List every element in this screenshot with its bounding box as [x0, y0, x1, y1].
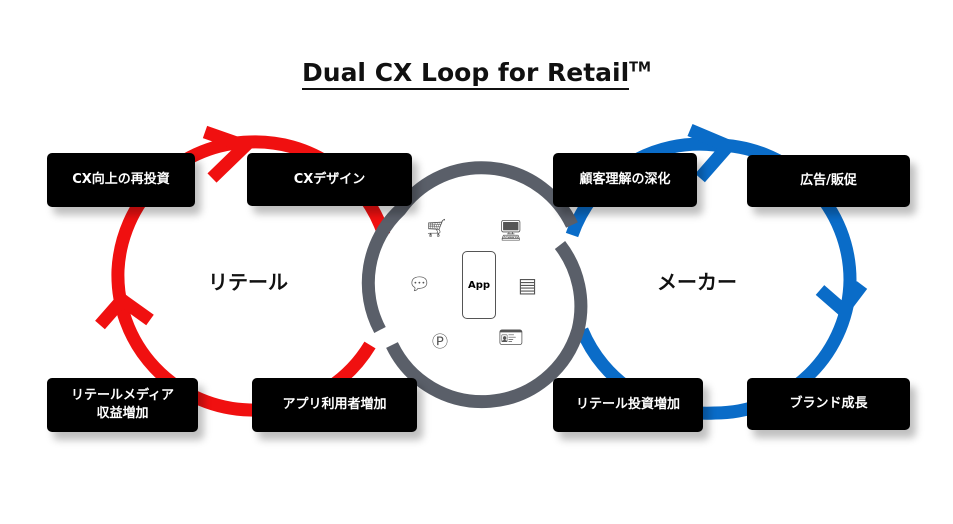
step-label: CXデザイン — [293, 171, 366, 187]
cart-icon: 🛒︎ — [425, 218, 448, 239]
step-label: 広告/販促 — [800, 173, 857, 189]
step-label: リテールメディア — [70, 388, 175, 404]
diagram-title: Dual CX Loop for RetailTM — [0, 58, 953, 90]
points-coin-icon: Ⓟ — [432, 332, 449, 351]
trademark: TM — [629, 60, 651, 76]
smartphone-app: App — [462, 251, 496, 319]
retail-arrow-top — [202, 125, 258, 183]
center-ring — [361, 161, 588, 409]
retail-label: リテール — [208, 270, 288, 294]
step-label: 収益増加 — [96, 406, 149, 421]
step-customer-understanding: 顧客理解の深化 — [553, 153, 697, 207]
step-label: アプリ利用者増加 — [282, 397, 387, 413]
id-card-icon: 🪪︎ — [498, 325, 524, 349]
webpage-icon: ▤ — [518, 273, 537, 297]
chat-icon: 💬︎ — [408, 274, 431, 295]
step-app-users: アプリ利用者増加 — [252, 378, 417, 432]
monitor-cart-icon: 🖥︎ — [498, 218, 524, 242]
app-label: App — [467, 279, 491, 291]
step-label: 顧客理解の深化 — [579, 172, 671, 188]
step-label: リテール投資増加 — [575, 397, 680, 413]
maker-arrow-top — [687, 124, 739, 183]
step-cx-design: CXデザイン — [247, 153, 412, 206]
step-cx-reinvest: CX向上の再投資 — [47, 153, 195, 207]
retail-arrow-left — [95, 291, 154, 330]
step-label: CX向上の再投資 — [72, 172, 170, 188]
step-label: ブランド成長 — [789, 396, 868, 412]
step-brand-growth: ブランド成長 — [747, 378, 910, 430]
step-ad-promo: 広告/販促 — [747, 155, 910, 207]
step-retail-investment: リテール投資増加 — [553, 378, 703, 432]
step-retail-media-revenue: リテールメディア収益増加 — [47, 378, 198, 432]
maker-arrow-right — [815, 281, 868, 320]
maker-label: メーカー — [657, 270, 737, 294]
